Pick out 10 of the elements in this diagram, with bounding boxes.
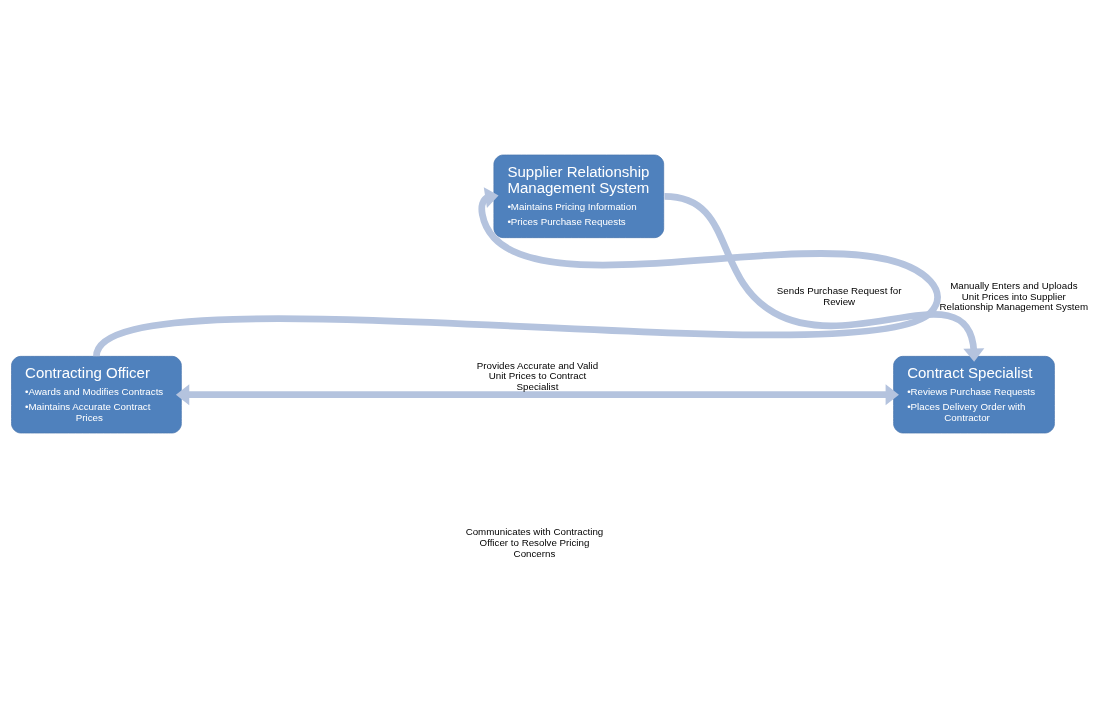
label: Communicates with Contracting Officer to Resolve Pricing Concerns (465, 526, 604, 559)
arrow (93, 187, 941, 359)
node-box: Supplier Relationship Management System •Maintains Pricing Information •Prices Purchase Requests (493, 154, 665, 239)
node-box: Contracting Officer •Awards and Modifies Contracts •Maintains Accurate Contract Prices (11, 356, 182, 434)
node-box: Contract Specialist •Reviews Purchase Requests •Places Delivery Order with Contractor (893, 356, 1055, 434)
edge-label: Provides Accurate and Valid Unit Prices to Contract Specialist (476, 359, 599, 392)
edge-label: Manually Enters and Uploads Unit Prices into Supplier Relationship Management System (939, 280, 1089, 313)
arrow (664, 192, 985, 362)
edge-label: Sends Purchase Request for Review (776, 285, 902, 307)
arrow (175, 384, 899, 406)
